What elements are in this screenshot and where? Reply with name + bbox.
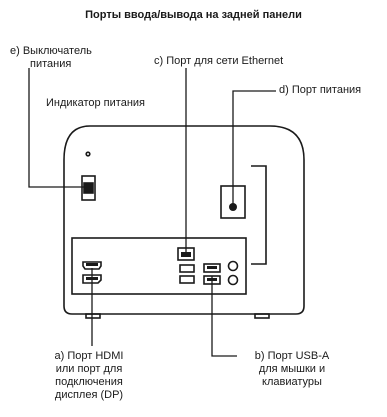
power-indicator <box>85 151 91 157</box>
device-body <box>63 125 305 315</box>
leader-power-port <box>232 90 276 207</box>
power-switch-label: e) Выключатель питания <box>10 45 92 70</box>
foot-right <box>254 313 270 319</box>
power-indicator-label: Индикатор питания <box>46 97 145 109</box>
usb-port <box>179 264 195 273</box>
power-switch <box>81 175 96 201</box>
side-rail <box>251 165 267 265</box>
io-panel <box>71 237 247 295</box>
leader-power-switch <box>28 68 88 188</box>
audio-jack <box>227 274 239 286</box>
usb-port <box>179 275 195 284</box>
ethernet-port-label: c) Порт для сети Ethernet <box>154 55 284 67</box>
leader-usb <box>211 276 237 357</box>
dp-port <box>82 274 102 284</box>
audio-jack <box>227 260 239 272</box>
hdmi-port <box>82 261 102 270</box>
hdmi-port-label: a) Порт HDMI или порт для подключения ди… <box>54 350 124 401</box>
foot-left <box>85 313 101 319</box>
diagram-title: Порты ввода/вывода на задней панели <box>85 9 302 21</box>
usb-port <box>203 263 221 273</box>
power-port-label: d) Порт питания <box>279 84 362 96</box>
usb-port-label: b) Порт USB-A для мышки и клавиатуры <box>254 350 330 388</box>
